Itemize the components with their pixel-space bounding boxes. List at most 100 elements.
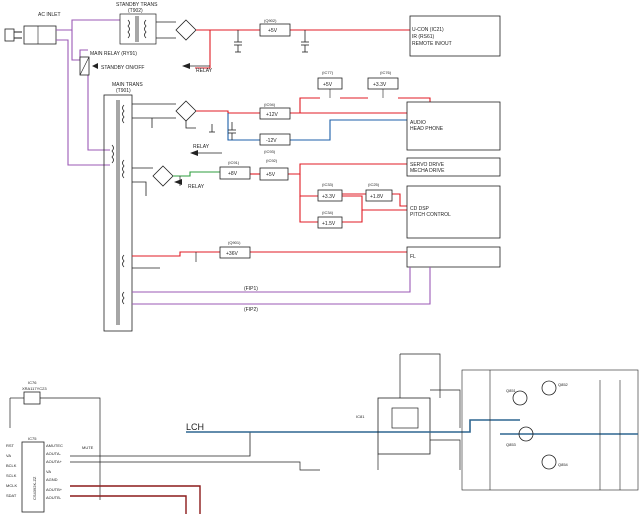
main-relay-label: MAIN RELAY (RY91) xyxy=(90,51,137,57)
ic25-ref: (IC25) xyxy=(368,182,380,187)
q902-ref: (Q902) xyxy=(264,18,277,23)
ic75-right-pins: AMUTEC AOUTA- AOUTA+ VA AGND AOUTB+ AOUT… xyxy=(46,443,63,500)
ac-lines xyxy=(56,19,120,166)
regulator-ic94: (IC94) +12V xyxy=(259,102,291,120)
q852-label: Q852 xyxy=(558,382,569,387)
q901-voltage: +36V xyxy=(226,251,238,257)
ic34-ref: (IC34) xyxy=(322,210,334,215)
ucon-line-3: REMOTE IN/OUT xyxy=(412,41,452,47)
bridge-rectifier-standby xyxy=(156,19,197,41)
ic76b-ref: IC76 xyxy=(28,380,37,385)
fip2-label: (FIP2) xyxy=(244,307,258,313)
mute-label: MUTE xyxy=(82,445,94,450)
relay-arrow-2: RELAY xyxy=(190,144,222,156)
pin-left-1: VA xyxy=(6,453,11,458)
q902-voltage: +5V xyxy=(268,28,278,34)
audio-block: AUDIO HEAD PHONE xyxy=(406,101,501,151)
transistor-q852: Q852 xyxy=(541,380,569,396)
relay-label-1: RELAY xyxy=(196,68,213,74)
fip-lines xyxy=(132,267,431,305)
pin-right-2: AOUTA+ xyxy=(46,459,62,464)
capacitor-audio xyxy=(209,122,236,140)
pin-right-3: VA xyxy=(46,469,51,474)
pin-right-4: AGND xyxy=(46,477,58,482)
ic92-voltage: +5V xyxy=(266,172,276,178)
ic93-ref: (IC93) xyxy=(264,149,276,154)
regulator-ic25: (IC25) +1.8V xyxy=(365,182,393,202)
servo-line-1: SERVO DRIVE xyxy=(410,162,445,168)
cd-line-2: PITCH CONTROL xyxy=(410,212,451,218)
relay-arrow-3: RELAY xyxy=(174,179,205,190)
ucon-line-2: IR (RS61) xyxy=(412,34,435,40)
bridge-rectifier-servo xyxy=(132,165,174,196)
pin-right-6: AOUTB- xyxy=(46,495,62,500)
cd-line-1: CD DSP xyxy=(410,206,430,212)
transistor-q851: Q851 xyxy=(506,388,528,406)
servo-block: SERVO DRIVE MECHA DRIVE xyxy=(406,157,501,177)
ac-inlet: AC INLET xyxy=(4,12,61,45)
regulator-ic77: (IC77) +5V xyxy=(317,70,343,90)
ic94-ref: (IC94) xyxy=(264,102,276,107)
ic93-voltage: -12V xyxy=(266,138,277,144)
ic75-ref: IC75 xyxy=(28,436,37,441)
servo-rails xyxy=(173,163,410,223)
main-trans-label: MAIN TRANS xyxy=(112,82,143,88)
amp-section: IC76 XRA117YC23 IC75 CS4392K-ZZ RST VA B… xyxy=(6,353,639,514)
relay-label-3: RELAY xyxy=(188,184,205,190)
pin-right-5: AOUTB+ xyxy=(46,487,63,492)
ic81-ref: IC81 xyxy=(356,414,365,419)
fl-supply xyxy=(132,251,410,269)
regulator-ic92: (IC92) +5V xyxy=(259,158,289,181)
regulator-ic91: (IC91) +8V xyxy=(219,160,251,180)
regulator-ic76: (IC76) +3.3V xyxy=(367,70,399,90)
ic33-voltage: +3.3V xyxy=(322,194,336,200)
fl-block: FL xyxy=(406,246,501,268)
pin-left-4: MCLK xyxy=(6,483,17,488)
q901-ref: (Q901) xyxy=(228,240,241,245)
standby-on-off-label: STANDBY ON/OFF xyxy=(101,65,144,71)
regulator-ic93: -12V (IC93) xyxy=(259,133,291,154)
ic76-ref: (IC76) xyxy=(380,70,392,75)
main-relay: MAIN RELAY (RY91) STANDBY ON/OFF xyxy=(79,51,144,76)
ic91-ref: (IC91) xyxy=(228,160,240,165)
lch-label: LCH xyxy=(186,422,204,432)
ic94-voltage: +12V xyxy=(266,112,278,118)
relay-label-2: RELAY xyxy=(193,144,210,150)
q851-label: Q851 xyxy=(506,388,517,393)
audio-rails xyxy=(196,86,431,141)
ic92-ref: (IC92) xyxy=(266,158,278,163)
pin-left-5: SDAT xyxy=(6,493,17,498)
ic25-voltage: +1.8V xyxy=(370,194,384,200)
standby-5v-line xyxy=(195,29,410,69)
q853-label: Q853 xyxy=(506,442,517,447)
pin-right-0: AMUTEC xyxy=(46,443,63,448)
pin-left-0: RST xyxy=(6,443,15,448)
fip1-label: (FIP1) xyxy=(244,286,258,292)
ic34-voltage: +1.5V xyxy=(322,221,336,227)
cd-dsp-block: CD DSP PITCH CONTROL xyxy=(406,185,501,239)
pin-right-1: AOUTA- xyxy=(46,451,61,456)
bridge-rectifier-audio xyxy=(132,100,197,129)
ic75-left-pins: RST VA BCLK SCLK MCLK SDAT xyxy=(6,443,17,498)
ic33-ref: (IC33) xyxy=(322,182,334,187)
capacitor-c2 xyxy=(301,30,309,53)
main-trans-ref: (T901) xyxy=(116,88,131,94)
regulator-ic34: (IC34) +1.5V xyxy=(317,210,343,229)
main-transformer: MAIN TRANS (T901) xyxy=(103,82,143,332)
standby-trans-ref: (T902) xyxy=(128,8,143,14)
pin-left-2: BCLK xyxy=(6,463,17,468)
q854-label: Q854 xyxy=(558,462,569,467)
fl-label: FL xyxy=(410,254,416,260)
relay-arrow-1: RELAY xyxy=(182,63,213,74)
servo-line-2: MECHA DRIVE xyxy=(410,168,445,174)
ic77-voltage: +5V xyxy=(323,82,333,88)
ac-inlet-label: AC INLET xyxy=(38,12,61,18)
ic77-ref: (IC77) xyxy=(322,70,334,75)
transistor-q853: Q853 xyxy=(506,426,534,447)
ic75-part: CS4392K-ZZ xyxy=(32,476,37,500)
pin-left-3: SCLK xyxy=(6,473,17,478)
ic76-voltage: +3.3V xyxy=(373,82,387,88)
ic76b-part: XRA117YC23 xyxy=(22,386,47,391)
capacitor-c1 xyxy=(234,30,242,53)
ucon-line-1: U-CON (IC21) xyxy=(412,27,444,33)
